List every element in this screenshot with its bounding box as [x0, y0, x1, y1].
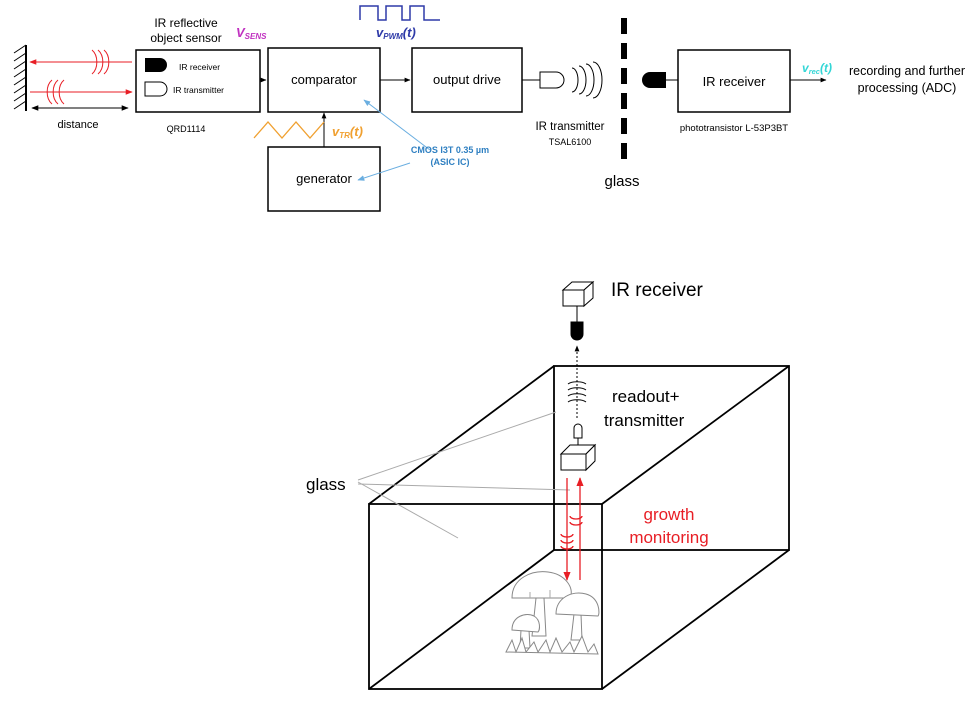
output-drive-label: output drive: [433, 72, 501, 87]
ir-receiver-block: IR receiver phototransistor L-53P3BT: [677, 49, 791, 134]
asic-label-line2: (ASIC IC): [431, 157, 470, 167]
glass-label-top: glass: [604, 173, 639, 190]
sensor-part-number: QRD1114: [167, 124, 206, 134]
sensor-title-line1: IR reflective: [154, 16, 218, 30]
v-sens-label: VSENS: [236, 25, 267, 41]
phototransistor-icon: [642, 72, 666, 88]
recording-line1: recording and further: [849, 64, 965, 78]
ir-receiver-block-label: IR receiver: [703, 74, 767, 89]
growth-monitoring-beams: [560, 477, 584, 581]
reflective-wall: [13, 44, 27, 111]
mushroom-illustration: [505, 571, 600, 655]
pwm-waveform: [359, 5, 440, 21]
v-rec-label: vrec(t): [802, 61, 832, 76]
glass-leader-lines: [357, 411, 571, 539]
v-pwm-label: vPWM(t): [376, 25, 416, 41]
comparator-block: comparator: [267, 47, 381, 113]
distance-label: distance: [58, 119, 99, 131]
sensor-title-line2: object sensor: [150, 31, 221, 45]
growth-label-line2: monitoring: [629, 528, 708, 547]
ir-reflection-beams: [29, 49, 133, 105]
ir-receiver-bottom-label: IR receiver: [611, 280, 704, 301]
ir-transmitter-part: TSAL6100: [549, 137, 592, 147]
glass-box: [368, 365, 790, 690]
v-tr-label: vTR(t): [332, 124, 363, 140]
asic-annotation: CMOS I3T 0.35 µm (ASIC IC): [357, 99, 489, 181]
sensor-receiver-label: IR receiver: [179, 62, 220, 72]
readout-label-line1: readout+: [612, 387, 680, 406]
ir-wave-up-icon: [567, 381, 587, 403]
asic-label-line1: CMOS I3T 0.35 µm: [411, 145, 489, 155]
phototransistor-label: phototransistor L-53P3BT: [680, 123, 788, 134]
comparator-label: comparator: [291, 72, 357, 87]
ir-transmitter-icon: [144, 81, 168, 97]
readout-transmitter-icon: [559, 423, 597, 472]
output-drive-block: output drive: [411, 47, 523, 113]
sensor-transmitter-label: IR transmitter: [173, 85, 224, 95]
ir-receiver-icon: [145, 58, 167, 72]
ir-transmitter-led: IR transmitter TSAL6100: [535, 61, 605, 147]
generator-block: generator: [267, 146, 381, 212]
growth-label-line1: growth: [643, 505, 694, 524]
ir-receiver-cube-icon: [561, 280, 595, 341]
ir-transmitter-label: IR transmitter: [535, 121, 604, 133]
glass-label-bottom: glass: [306, 475, 346, 494]
ir-reflective-sensor: IR reflective object sensor IR receiver …: [135, 16, 261, 134]
ir-led-icon: [539, 71, 565, 89]
ir-wave-icon: [571, 61, 603, 99]
triangle-waveform: [253, 121, 325, 139]
generator-label: generator: [296, 171, 352, 186]
recording-line2: processing (ADC): [858, 81, 957, 95]
readout-label-line2: transmitter: [604, 411, 685, 430]
